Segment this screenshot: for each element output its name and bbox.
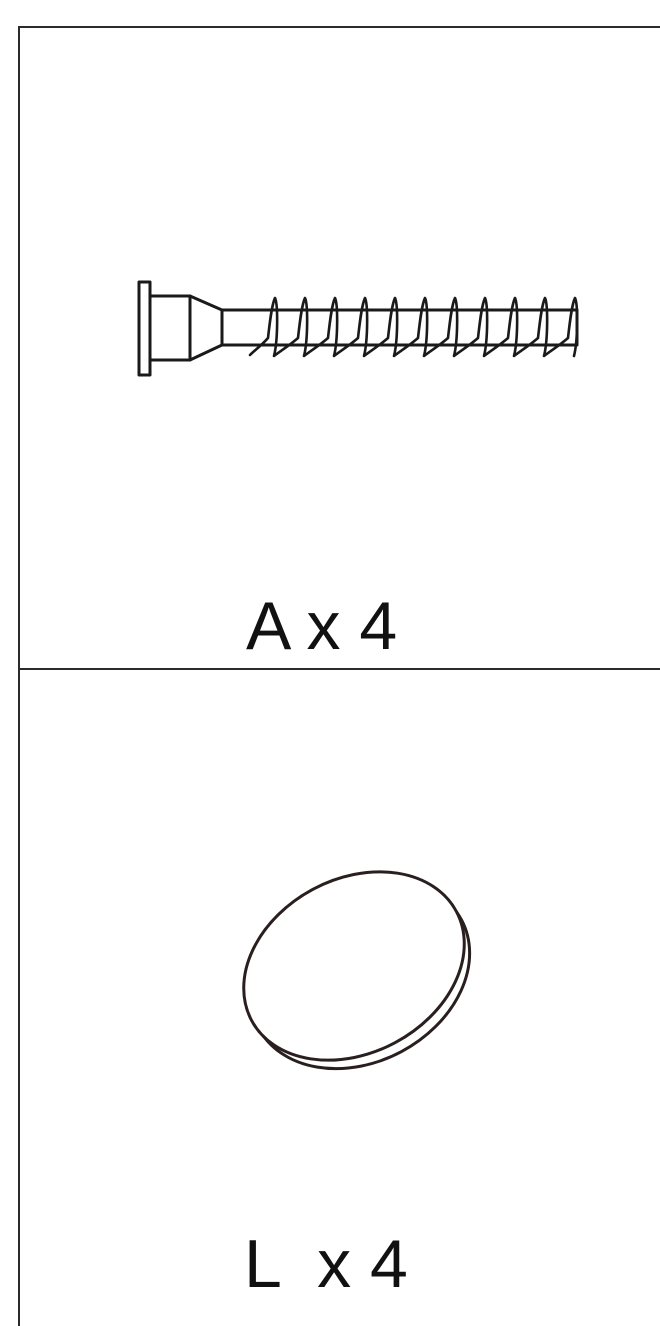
part-l-quantity-label: L x 4	[244, 1226, 408, 1302]
parts-frame	[18, 26, 660, 1326]
panel-divider	[18, 668, 660, 670]
part-a-quantity-label: A x 4	[246, 588, 398, 664]
